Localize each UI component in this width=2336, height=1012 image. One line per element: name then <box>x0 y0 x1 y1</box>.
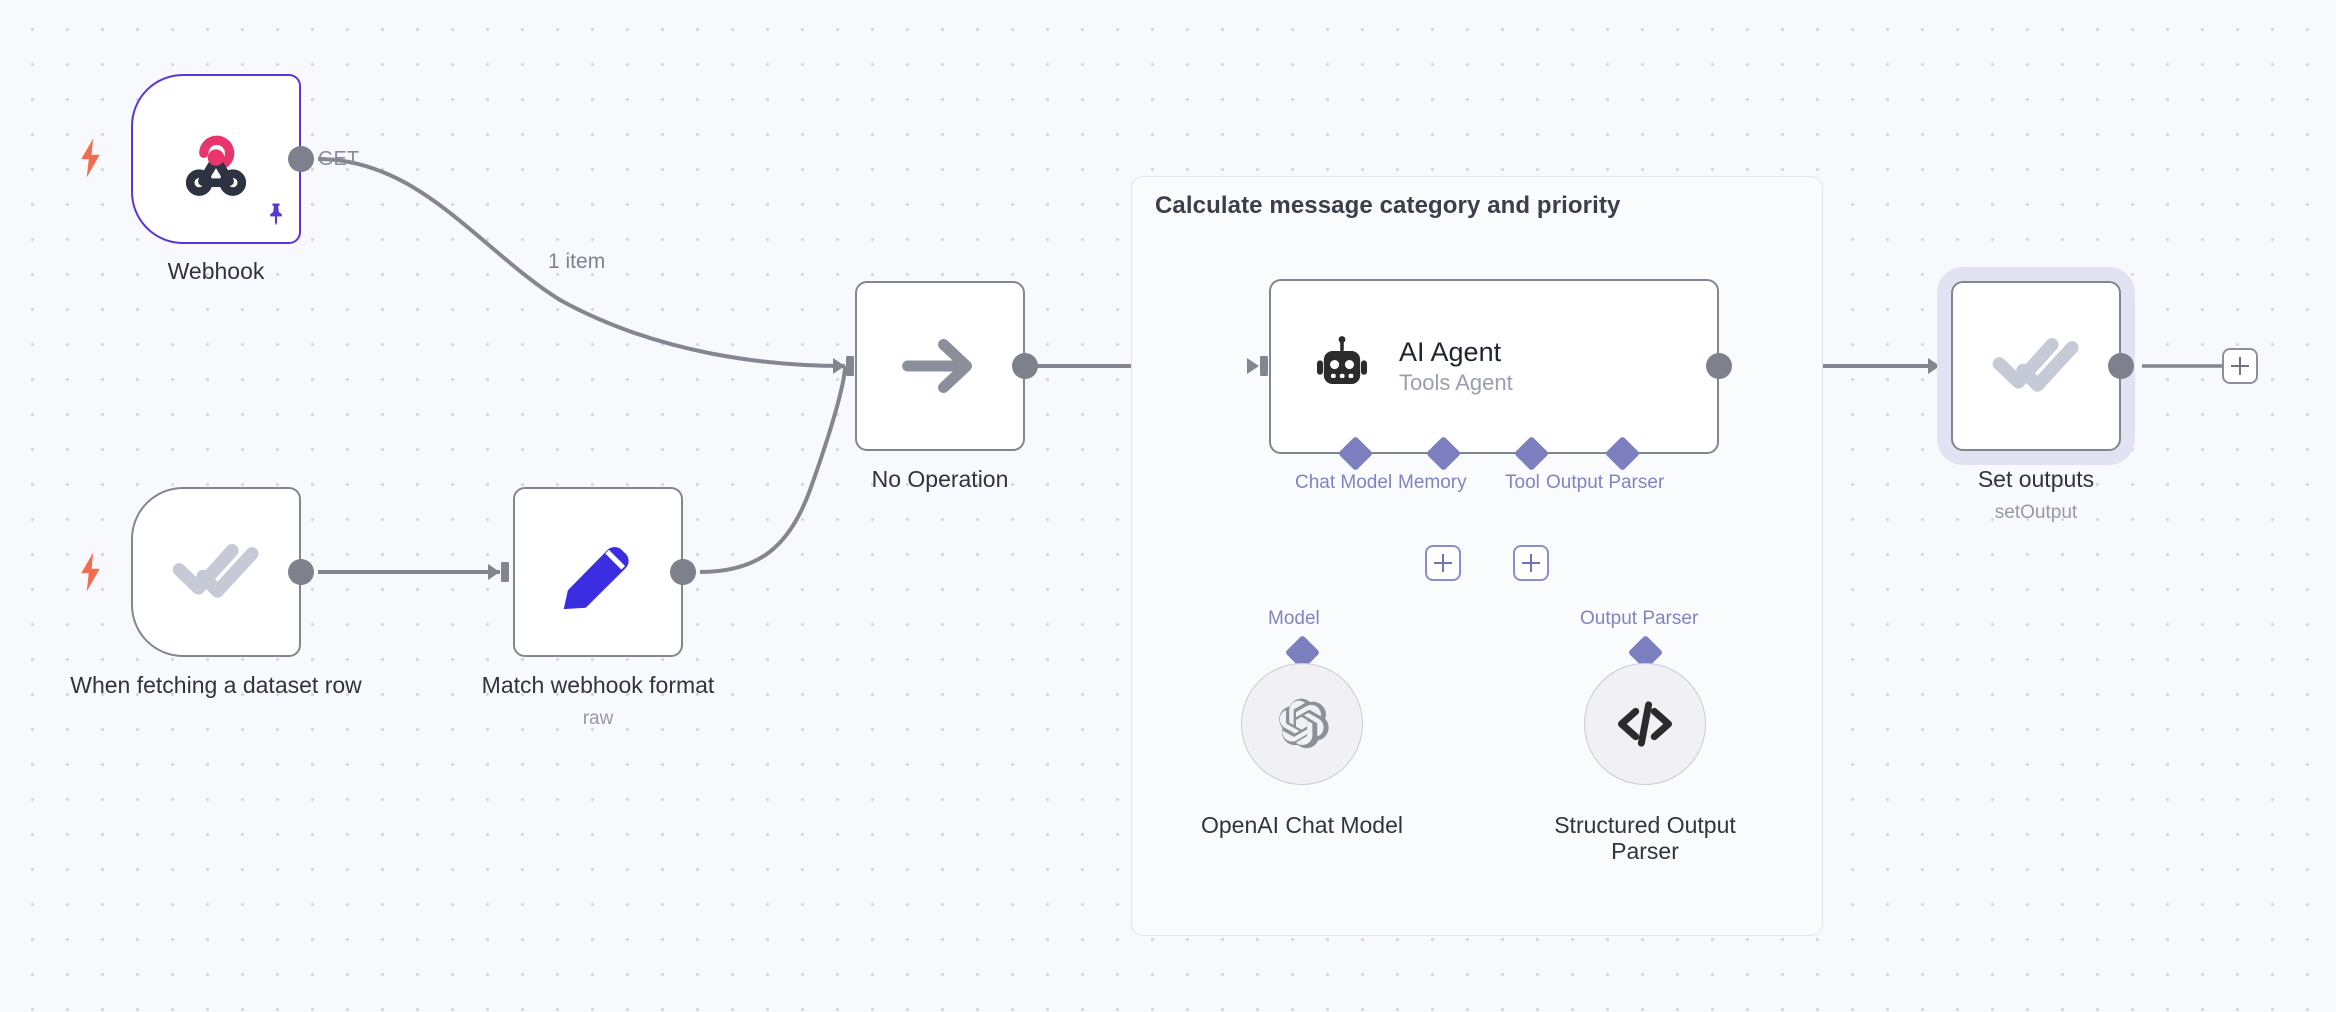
ai-agent-subtitle: Tools Agent <box>1399 370 1513 396</box>
connector-label-tool: Tool <box>1505 472 1540 493</box>
node-label-match-webhook-format: Match webhook format <box>481 672 715 698</box>
pin-icon[interactable] <box>262 198 290 230</box>
match-webhook-input-endpoint[interactable] <box>486 558 516 586</box>
webhook-icon <box>185 135 247 196</box>
double-check-icon <box>172 544 259 598</box>
group-title: Calculate message category and priority <box>1155 192 1621 219</box>
no-operation-output-endpoint[interactable] <box>1012 353 1038 379</box>
set-outputs-output-endpoint[interactable] <box>2108 353 2134 379</box>
node-sublabel-set-outputs: setOutput <box>1994 502 2078 523</box>
node-label-structured-output-parser: Structured Output Parser <box>1554 812 1736 864</box>
match-webhook-output-endpoint[interactable] <box>670 559 696 585</box>
ai-agent-input-endpoint[interactable] <box>1245 352 1275 380</box>
node-no-operation[interactable] <box>855 281 1025 451</box>
connector-label-memory: Memory <box>1398 472 1467 493</box>
node-structured-output-parser[interactable] <box>1584 663 1706 785</box>
code-brackets-icon <box>1618 701 1672 747</box>
plus-bar-v <box>1529 554 1533 572</box>
plus-bar-v <box>2238 357 2242 375</box>
ai-agent-titleblock: AI Agent Tools Agent <box>1399 336 1513 396</box>
arrow-right-icon <box>902 338 973 394</box>
openai-icon <box>1279 698 1329 749</box>
pencil-icon <box>563 546 629 610</box>
node-match-webhook-format[interactable] <box>513 487 683 657</box>
add-tool-button[interactable] <box>1513 545 1549 581</box>
node-ai-agent[interactable]: AI Agent Tools Agent <box>1269 279 1719 454</box>
node-label-when-fetching-dataset-row: When fetching a dataset row <box>70 672 362 698</box>
connection-items-label: 1 item <box>548 250 606 273</box>
openai-connector-label: Model <box>1268 608 1320 629</box>
webhook-output-label: GET <box>318 148 360 170</box>
double-check-icon <box>1992 338 2079 392</box>
add-memory-button[interactable] <box>1425 545 1461 581</box>
node-label-set-outputs: Set outputs <box>1977 466 2095 492</box>
ai-agent-title: AI Agent <box>1399 336 1502 367</box>
trigger-bolt-icon <box>81 138 100 178</box>
node-openai-chat-model[interactable] <box>1241 663 1363 785</box>
plus-bar-v <box>1441 554 1445 572</box>
connector-label-chat-model: Chat Model <box>1295 472 1393 493</box>
ai-agent-output-endpoint[interactable] <box>1706 353 1732 379</box>
dataset-trigger-output-endpoint[interactable] <box>288 559 314 585</box>
node-when-fetching-dataset-row[interactable] <box>131 487 301 657</box>
robot-icon <box>1316 335 1368 384</box>
set-outputs-input-endpoint[interactable] <box>1926 352 1956 380</box>
no-operation-input-endpoint[interactable] <box>831 352 861 380</box>
trigger-bolt-icon-dataset <box>81 552 100 592</box>
node-label-no-operation: No Operation <box>871 466 1009 492</box>
add-node-button[interactable] <box>2222 348 2258 384</box>
node-label-openai-chat-model: OpenAI Chat Model <box>1200 812 1403 838</box>
output-parser-connector-label: Output Parser <box>1580 608 1699 629</box>
node-sublabel-match-webhook-format: raw <box>582 708 614 729</box>
node-set-outputs[interactable] <box>1951 281 2121 451</box>
webhook-output-endpoint[interactable] <box>288 146 314 172</box>
node-label-webhook: Webhook <box>167 258 265 284</box>
connector-label-output-parser: Output Parser <box>1546 472 1665 493</box>
